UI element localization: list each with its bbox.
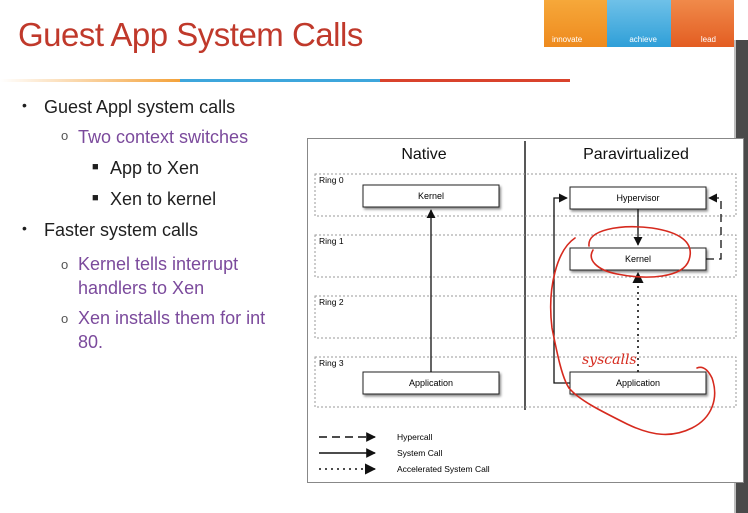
bullet-text: Two context switches bbox=[78, 127, 249, 147]
ring2-label: Ring 2 bbox=[319, 297, 344, 307]
bullet-square-icon: ■ bbox=[92, 161, 99, 173]
title-rule-orange bbox=[0, 79, 180, 82]
bullet-text: Faster system calls bbox=[44, 220, 199, 240]
legend-hypercall-label: Hypercall bbox=[397, 432, 433, 442]
ring0-band bbox=[314, 173, 737, 217]
title-rule-red bbox=[380, 79, 570, 82]
bullet-app-to-xen: ■ App to Xen bbox=[92, 158, 200, 179]
bullet-text: App to Xen bbox=[110, 158, 200, 178]
pv-application-label: Application bbox=[616, 378, 660, 388]
ring3-label: Ring 3 bbox=[319, 358, 344, 368]
bullet-text-line: 80. bbox=[78, 332, 104, 352]
native-application-label: Application bbox=[409, 378, 453, 388]
slide-title: Guest App System Calls bbox=[18, 16, 363, 53]
bullet-kernel-tells-handlers: o Kernel tells interrupt handlers to Xen bbox=[61, 252, 239, 300]
ring-diagram: Native Paravirtualized Ring 0 Ring 1 Rin… bbox=[307, 138, 744, 483]
ink-circle-kernel bbox=[588, 226, 691, 278]
brand-innovate: innovate bbox=[544, 0, 608, 47]
brand-lead: lead bbox=[670, 0, 734, 47]
bullet-text: Xen to kernel bbox=[110, 189, 217, 209]
bullet-xen-to-kernel: ■ Xen to kernel bbox=[92, 189, 217, 210]
bullet-circle-icon: o bbox=[61, 311, 69, 326]
bullet-dot-icon: • bbox=[22, 220, 27, 236]
ink-stroke-bottom bbox=[568, 366, 716, 436]
ink-syscalls-note: syscalls bbox=[582, 352, 637, 368]
ring0-label: Ring 0 bbox=[319, 175, 344, 185]
bullet-faster-system-calls: • Faster system calls bbox=[22, 220, 199, 241]
pv-kernel-label: Kernel bbox=[625, 254, 651, 264]
ring1-band bbox=[314, 234, 737, 278]
native-kernel-label: Kernel bbox=[418, 191, 444, 201]
brand-achieve: achieve bbox=[607, 0, 671, 47]
title-rule-blue bbox=[180, 79, 380, 82]
header-native: Native bbox=[401, 146, 446, 163]
bullet-text-line: handlers to Xen bbox=[78, 278, 205, 298]
bullet-circle-icon: o bbox=[61, 257, 69, 272]
ring1-label: Ring 1 bbox=[319, 236, 344, 246]
bullet-guest-appl: • Guest Appl system calls bbox=[22, 97, 236, 118]
bullet-two-context-switches: o Two context switches bbox=[61, 127, 249, 148]
bullet-dot-icon: • bbox=[22, 97, 27, 113]
bullet-xen-installs: o Xen installs them for int 80. bbox=[61, 306, 266, 354]
pv-app-to-hypervisor-arrow bbox=[553, 193, 570, 384]
brand-banner: innovate achieve lead bbox=[544, 0, 734, 47]
brand-lead-label: lead bbox=[700, 35, 716, 44]
header-paravirtualized: Paravirtualized bbox=[583, 146, 689, 163]
pv-hypercall-arrow bbox=[706, 193, 722, 260]
bullet-square-icon: ■ bbox=[92, 192, 99, 204]
ring3-band bbox=[314, 356, 737, 408]
brand-innovate-label: innovate bbox=[552, 35, 583, 44]
legend-system-call-label: System Call bbox=[397, 448, 442, 458]
ring2-band bbox=[314, 295, 737, 339]
legend-accelerated-label: Accelerated System Call bbox=[397, 464, 490, 474]
red-ink-annotations bbox=[549, 226, 716, 436]
bullet-text-line: Xen installs them for int bbox=[78, 308, 266, 328]
pv-hypervisor-label: Hypervisor bbox=[616, 193, 659, 203]
bullet-text-line: Kernel tells interrupt bbox=[78, 254, 239, 274]
bullet-circle-icon: o bbox=[61, 128, 69, 143]
native-kernel-box bbox=[362, 184, 500, 208]
bullet-text: Guest Appl system calls bbox=[44, 97, 236, 117]
ink-stroke-left bbox=[549, 237, 576, 389]
brand-achieve-label: achieve bbox=[629, 35, 657, 44]
